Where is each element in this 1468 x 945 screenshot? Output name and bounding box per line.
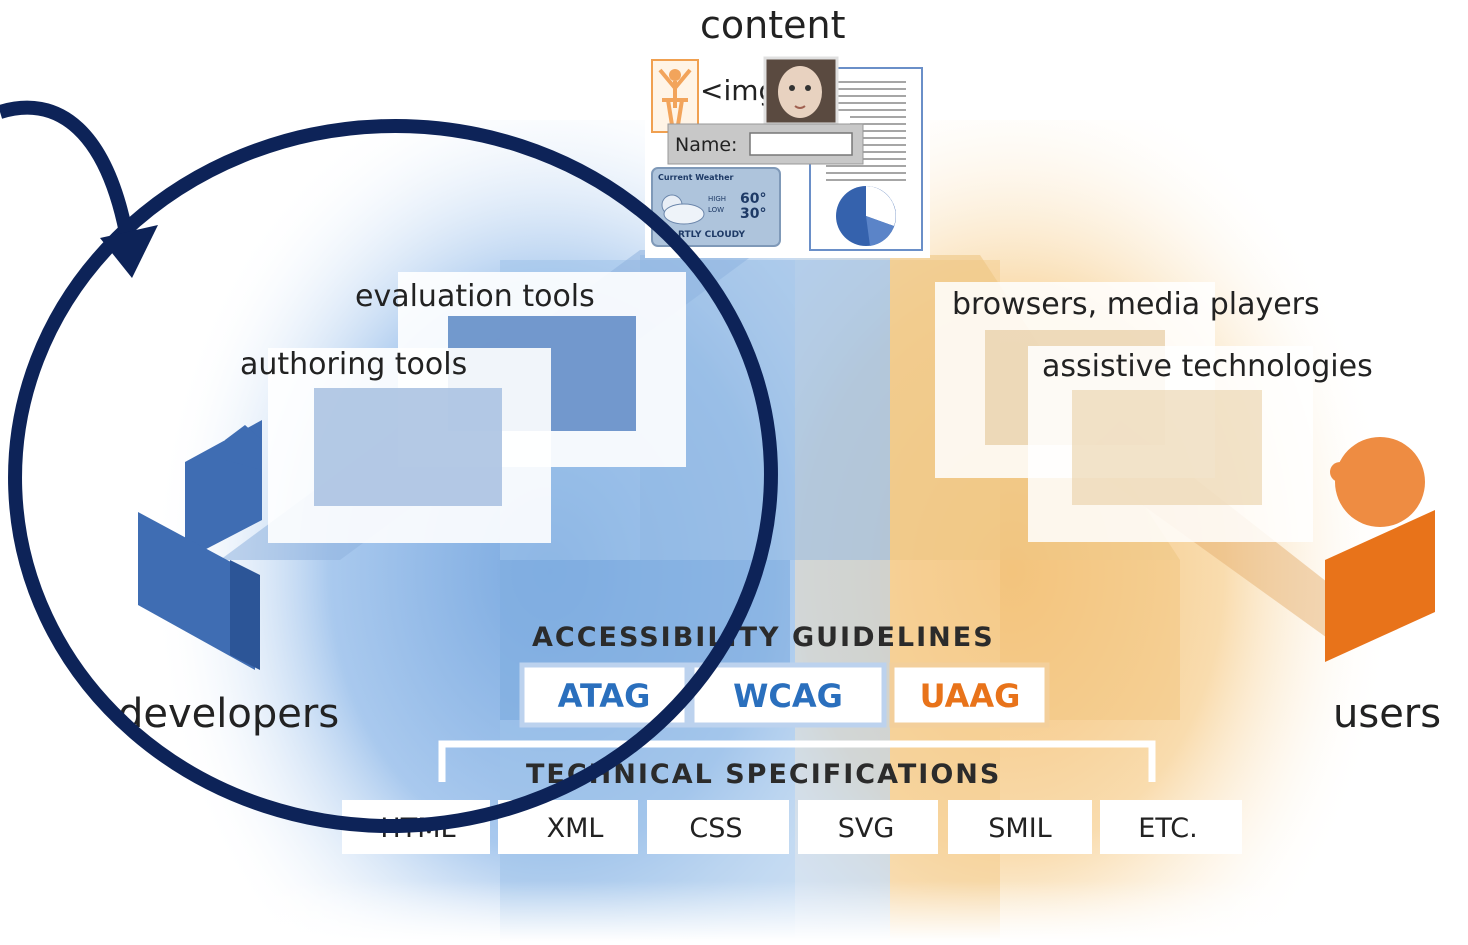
svg-text:XML: XML xyxy=(547,813,604,844)
developers-label: developers xyxy=(118,691,339,737)
arrow-head-icon xyxy=(100,225,158,278)
child-photo xyxy=(763,56,839,126)
name-field-label: Name: xyxy=(675,134,737,156)
guideline-wcag: WCAG xyxy=(689,662,887,728)
content-card: content xyxy=(645,3,930,258)
pointer-arrow xyxy=(0,100,137,257)
spec-xml: XML xyxy=(498,800,638,854)
guidelines-title: ACCESSIBILITY GUIDELINES xyxy=(532,622,995,653)
content-label: content xyxy=(700,3,846,47)
users-label: users xyxy=(1333,691,1441,737)
user-figure: users xyxy=(1325,437,1441,737)
evaluation-tools-label: evaluation tools xyxy=(355,279,595,314)
assistive-tech-box: assistive technologies xyxy=(1028,346,1373,542)
authoring-tools-label: authoring tools xyxy=(240,347,467,382)
weather-high: 60° xyxy=(740,191,766,207)
accessibility-guidelines: ACCESSIBILITY GUIDELINES ATAG WCAG UAAG xyxy=(519,622,1050,728)
svg-text:UAAG: UAAG xyxy=(920,677,1021,715)
spec-smil: SMIL xyxy=(948,800,1092,854)
highlight-circle xyxy=(8,118,778,834)
weather-title: Current Weather xyxy=(658,173,733,182)
pie-chart-icon xyxy=(836,186,896,246)
authoring-tools-box: authoring tools xyxy=(240,347,551,543)
svg-text:ETC.: ETC. xyxy=(1138,813,1197,844)
weather-condition: RTLY CLOUDY xyxy=(678,230,745,240)
svg-text:HIGH: HIGH xyxy=(708,195,726,203)
spec-css: CSS xyxy=(647,800,789,854)
spec-etc: ETC. xyxy=(1100,800,1242,854)
guideline-atag: ATAG xyxy=(519,662,690,728)
guideline-uaag: UAAG xyxy=(889,662,1050,728)
cloud-icon xyxy=(661,194,705,225)
weather-widget: Current Weather HIGH LOW 60° 30° RTLY CL… xyxy=(651,167,781,247)
assistive-tech-label: assistive technologies xyxy=(1042,349,1373,384)
svg-text:LOW: LOW xyxy=(708,206,724,214)
svg-text:ATAG: ATAG xyxy=(558,677,651,715)
ballerina-image xyxy=(651,59,699,133)
spec-svg: SVG xyxy=(798,800,938,854)
svg-text:SMIL: SMIL xyxy=(988,813,1051,844)
annotation-overlay xyxy=(0,100,778,834)
browsers-label: browsers, media players xyxy=(952,287,1320,322)
svg-text:WCAG: WCAG xyxy=(733,677,843,715)
name-form: Name: xyxy=(667,123,864,165)
svg-text:SVG: SVG xyxy=(838,813,895,844)
developer-figure: developers xyxy=(118,420,339,737)
svg-text:CSS: CSS xyxy=(689,813,742,844)
weather-low: 30° xyxy=(740,206,766,222)
